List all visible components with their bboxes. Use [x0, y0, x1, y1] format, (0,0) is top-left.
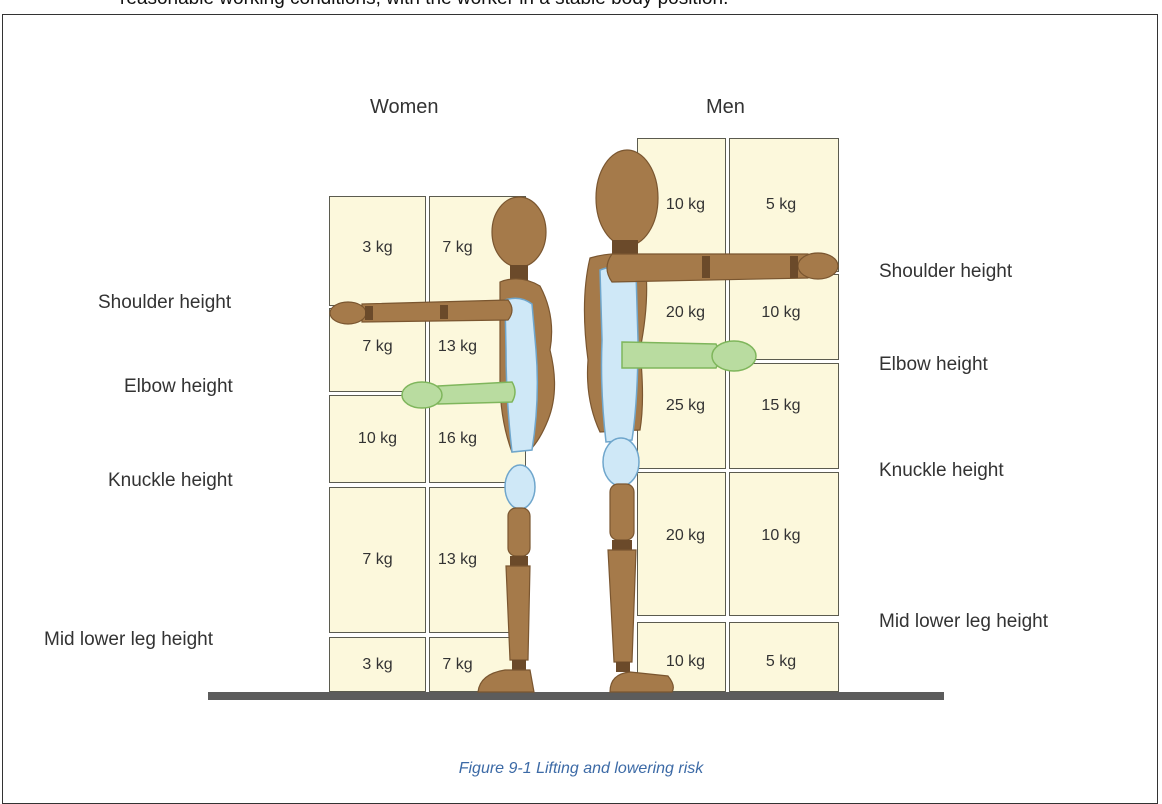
weight-label: 13 kg: [438, 551, 477, 569]
weight-label: 7 kg: [362, 551, 392, 569]
weight-label: 5 kg: [766, 196, 796, 214]
weight-label: 10 kg: [761, 527, 800, 545]
women-header: Women: [370, 96, 439, 119]
men-col2-knuckle-box: 15 kg: [729, 363, 839, 469]
figure-caption: Figure 9-1 Lifting and lowering risk: [0, 760, 1162, 778]
floor-line: [208, 692, 944, 700]
women-col1-floor-box: 3 kg: [329, 637, 426, 692]
women-col2-knuckle-box: 16 kg: [429, 395, 526, 483]
weight-label: 3 kg: [362, 656, 392, 674]
weight-label: 3 kg: [362, 239, 392, 257]
women-col1-leg-box: 7 kg: [329, 487, 426, 633]
left-label-mid-lower-leg-height: Mid lower leg height: [44, 629, 213, 651]
men-col1-shoulder-box: 10 kg: [637, 138, 726, 272]
women-col1-shoulder-box: 3 kg: [329, 196, 426, 306]
weight-label: 10 kg: [666, 653, 705, 671]
weight-label: 10 kg: [666, 196, 705, 214]
left-label-knuckle-height: Knuckle height: [108, 470, 233, 492]
men-header: Men: [706, 96, 745, 119]
weight-label: 5 kg: [766, 653, 796, 671]
women-col2-shoulder-box: 7 kg: [429, 196, 526, 306]
weight-label: 20 kg: [666, 527, 705, 545]
right-label-knuckle-height: Knuckle height: [879, 460, 1004, 482]
men-col2-shoulder-box: 5 kg: [729, 138, 839, 272]
weight-label: 7 kg: [442, 656, 472, 674]
women-col2-leg-box: 13 kg: [429, 487, 526, 633]
men-col1-knuckle-box: 25 kg: [637, 363, 726, 469]
men-col2-leg-box: 10 kg: [729, 472, 839, 616]
right-label-shoulder-height: Shoulder height: [879, 261, 1012, 283]
men-col1-floor-box: 10 kg: [637, 622, 726, 692]
left-label-shoulder-height: Shoulder height: [98, 292, 231, 314]
weight-label: 10 kg: [761, 304, 800, 322]
weight-label: 10 kg: [358, 430, 397, 448]
weight-label: 20 kg: [666, 304, 705, 322]
men-col1-elbow-box: 20 kg: [637, 274, 726, 360]
men-col1-leg-box: 20 kg: [637, 472, 726, 616]
right-label-elbow-height: Elbow height: [879, 354, 988, 376]
body-text-line: reasonable working conditions, with the …: [120, 0, 728, 10]
women-col2-floor-box: 7 kg: [429, 637, 526, 692]
weight-label: 7 kg: [362, 338, 392, 356]
women-col2-elbow-box: 13 kg: [429, 308, 526, 392]
women-col1-knuckle-box: 10 kg: [329, 395, 426, 483]
women-col1-elbow-box: 7 kg: [329, 308, 426, 392]
men-col2-floor-box: 5 kg: [729, 622, 839, 692]
weight-label: 16 kg: [438, 430, 477, 448]
figure-frame: [2, 14, 1158, 804]
men-col2-elbow-box: 10 kg: [729, 274, 839, 360]
weight-label: 25 kg: [666, 397, 705, 415]
left-label-elbow-height: Elbow height: [124, 376, 233, 398]
weight-label: 15 kg: [761, 397, 800, 415]
weight-label: 7 kg: [442, 239, 472, 257]
weight-label: 13 kg: [438, 338, 477, 356]
right-label-mid-lower-leg-height: Mid lower leg height: [879, 611, 1048, 633]
